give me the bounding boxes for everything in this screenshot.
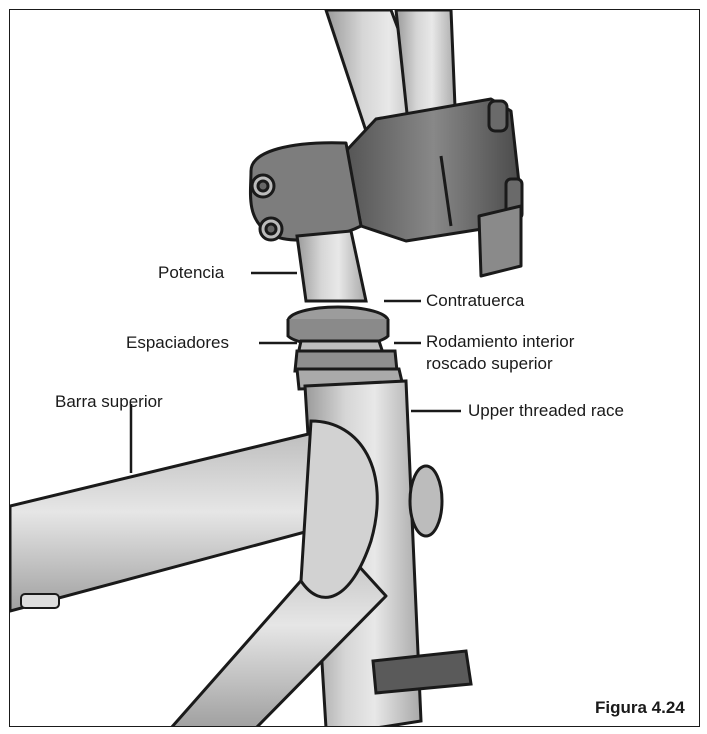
top-tube: [10, 431, 346, 611]
stem-body: [250, 99, 522, 276]
stem-label: Potencia: [158, 263, 224, 283]
figure-caption: Figura 4.24: [595, 698, 685, 718]
figure-frame: Potencia Contratuerca Espaciadores Rodam…: [9, 9, 700, 727]
head-tube-label: Upper threaded race: [468, 401, 624, 421]
bearing-label-line1: Rodamiento interior: [426, 332, 574, 352]
spacers-label: Espaciadores: [126, 333, 229, 353]
bearing-label-line2: roscado superior: [426, 354, 553, 374]
headset-illustration: [10, 10, 700, 727]
locknut-label: Contratuerca: [426, 291, 524, 311]
top-tube-label: Barra superior: [55, 392, 163, 412]
stem-quill: [297, 231, 366, 301]
